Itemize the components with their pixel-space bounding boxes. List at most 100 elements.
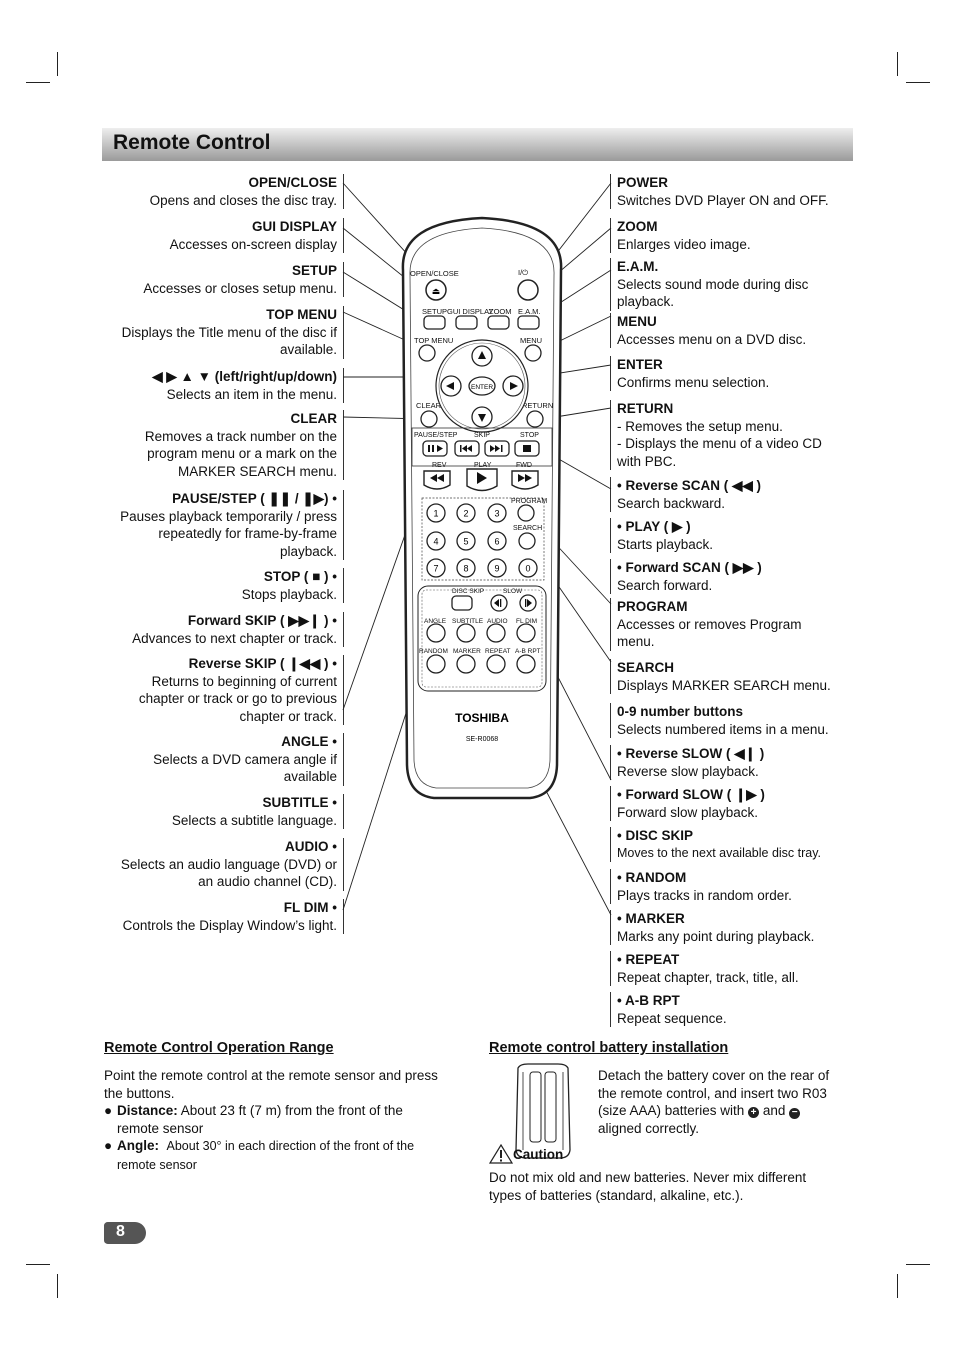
label-description: Selects sound mode during disc [617, 276, 809, 292]
label-description: Selects a DVD camera angle if [153, 751, 337, 767]
bracket-line [343, 899, 344, 934]
bracket-line [610, 356, 611, 391]
zoom-label: ZOOM [489, 307, 512, 316]
label-heading: • RANDOM [617, 870, 687, 885]
fl-dim-button[interactable] [516, 623, 536, 643]
digit-label: 2 [463, 509, 468, 519]
repeat-label: REPEAT [485, 648, 511, 655]
label-description: playback. [617, 294, 675, 309]
bracket-line [610, 258, 611, 311]
digit-button[interactable] [518, 558, 538, 578]
open-close-button[interactable] [425, 279, 447, 301]
model-number: SE-R0068 [466, 736, 498, 743]
label-description: Opens and closes the disc tray. [149, 192, 337, 208]
bracket-line [610, 518, 611, 553]
angle-text: remote sensor [117, 1157, 197, 1172]
digit-label: 7 [433, 564, 438, 574]
enter-button[interactable] [468, 376, 496, 396]
repeat-button[interactable] [486, 654, 506, 674]
digit-button[interactable] [487, 558, 507, 578]
program-button[interactable] [517, 504, 535, 522]
label-heading: AUDIO • [285, 839, 337, 854]
label-description: Switches DVD Player ON and OFF. [617, 192, 829, 208]
label-description: chapter or track. [239, 708, 337, 724]
pause-step-button[interactable] [422, 440, 448, 457]
digit-button[interactable] [426, 503, 446, 523]
eam-button[interactable] [517, 315, 540, 330]
marker-button[interactable] [456, 654, 476, 674]
label-description: repeatedly for frame-by-frame [158, 526, 337, 541]
zoom-button[interactable] [487, 315, 510, 330]
digit-button[interactable] [456, 531, 476, 551]
digit-button[interactable] [456, 503, 476, 523]
plus-icon: + [748, 1107, 760, 1118]
bracket-line [610, 313, 611, 348]
menu-button[interactable] [524, 344, 542, 362]
bracket-line [343, 410, 344, 480]
label-block: FL DIM •Controls the Display Window’s li… [87, 899, 344, 934]
label-heading: RETURN [617, 401, 674, 416]
crop-mark [906, 82, 930, 83]
label-description: Selects an item in the menu. [166, 386, 337, 402]
label-description: Displays MARKER SEARCH menu. [617, 677, 831, 693]
battery-illustration [515, 1063, 571, 1159]
label-heading: • Reverse SLOW ( ◀❙ ) [617, 746, 765, 761]
setup-button[interactable] [423, 315, 446, 330]
return-button[interactable] [526, 410, 544, 428]
bracket-line [610, 869, 611, 904]
bracket-line [610, 910, 611, 945]
bracket-line [610, 174, 611, 209]
ab-rpt-button[interactable] [516, 654, 536, 674]
battery-text-line: the remote control, and insert two R03 [598, 1085, 827, 1101]
label-description: Reverse slow playback. [617, 763, 759, 779]
label-heading: SETUP [291, 263, 337, 278]
label-description: - Removes the setup menu. [617, 418, 783, 434]
audio-button[interactable] [486, 623, 506, 643]
digit-button[interactable] [456, 558, 476, 578]
crop-mark [897, 1274, 898, 1298]
label-block: PAUSE/STEP ( ❚❚ / ❚▶) •Pauses playback t… [87, 490, 344, 560]
crop-mark [897, 52, 898, 76]
stop-label: STOP [520, 432, 539, 439]
label-description: available [283, 769, 337, 784]
label-description: menu. [617, 634, 655, 649]
label-description: playback. [279, 543, 337, 559]
angle-button[interactable] [426, 623, 446, 643]
random-button[interactable] [426, 654, 446, 674]
search-button[interactable] [518, 532, 536, 550]
label-description: Plays tracks in random order. [617, 887, 792, 903]
play-label: PLAY [474, 462, 492, 469]
label-description: Search forward. [617, 577, 713, 593]
battery-text-line: aligned correctly. [598, 1120, 700, 1136]
clear-label: CLEAR [416, 401, 442, 410]
digit-button[interactable] [426, 531, 446, 551]
distance-text: About 23 ft (7 m) from the front of the [180, 1103, 403, 1118]
label-description: Forward slow playback. [617, 804, 759, 820]
label-heading: PROGRAM [617, 599, 688, 614]
top-menu-button[interactable] [418, 344, 436, 362]
bracket-line [343, 794, 344, 829]
digit-label: 4 [433, 537, 438, 547]
gui-display-button[interactable] [455, 315, 478, 330]
gui-label: GUI DISPLAY [447, 307, 494, 316]
clear-button[interactable] [420, 410, 438, 428]
top-menu-label: TOP MENU [414, 336, 453, 345]
power-button[interactable] [517, 279, 539, 301]
subtitle-label: SUBTITLE [452, 618, 484, 625]
pause-step-label: PAUSE/STEP [414, 432, 458, 439]
label-heading: • Forward SCAN ( ▶▶ ) [617, 560, 762, 575]
digit-button[interactable] [487, 503, 507, 523]
label-description: Accesses menu on a DVD disc. [617, 331, 807, 347]
disc-skip-label: DISC SKIP [452, 588, 484, 595]
disc-skip-button[interactable] [451, 595, 473, 611]
digit-button[interactable] [426, 558, 446, 578]
label-block: • Forward SLOW ( ❙▶ )Forward slow playba… [610, 786, 857, 821]
subtitle-button[interactable] [456, 623, 476, 643]
battery-text-line: Detach the battery cover on the rear of [598, 1068, 830, 1083]
bracket-line [343, 838, 344, 891]
label-block: RETURN- Removes the setup menu.- Display… [610, 400, 857, 470]
digit-button[interactable] [487, 531, 507, 551]
